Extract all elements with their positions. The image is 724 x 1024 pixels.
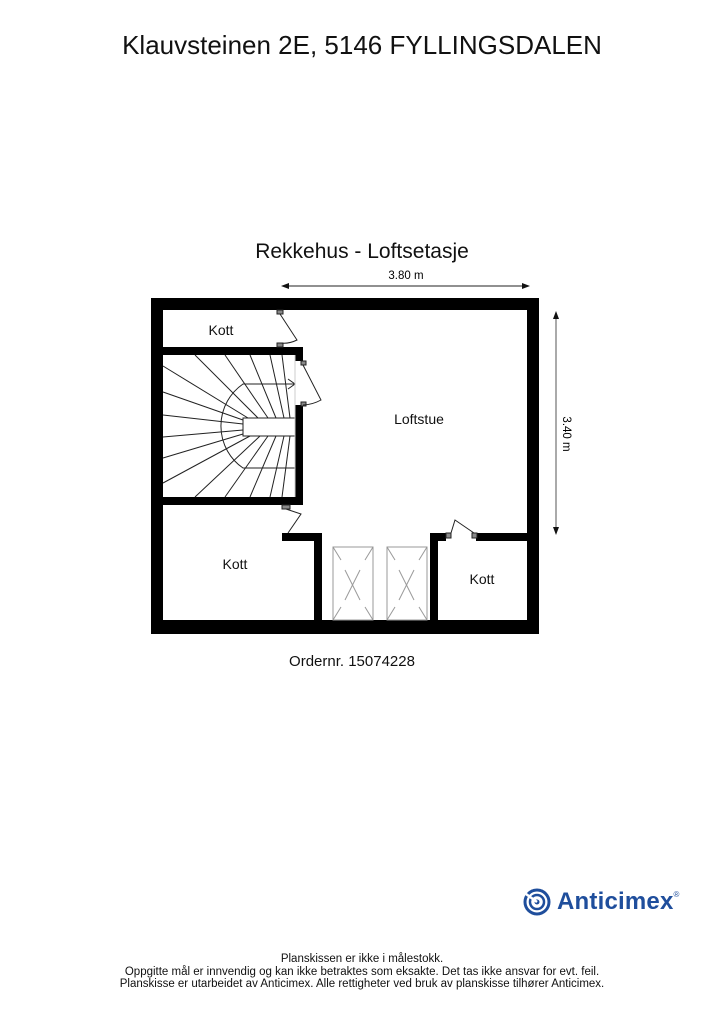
disclaimer-line: Planskisse er utarbeidet av Anticimex. A… [119,978,605,990]
width-label: 3.80 m [388,270,423,282]
disclaimer-line: Planskissen er ikke i målestokk. [280,953,444,965]
walls [151,298,539,634]
floor-plan-title: Rekkehus - Loftsetasje [255,240,469,263]
doors [276,309,478,539]
brand-name: Anticimex [557,888,674,915]
skylights [332,546,428,621]
disclaimer: Planskissen er ikke i målestokk. Oppgitt… [0,953,724,991]
brand-logo: Anticimex ® [522,887,679,917]
anticimex-logo-icon [523,888,551,916]
width-dimension: 3.80 m [281,270,530,289]
disclaimer-line: Oppgitte mål er innvendig og kan ikke be… [124,965,600,978]
room-label-kott-left: Kott [223,556,248,572]
height-label: 3.40 m [560,416,572,451]
room-label-kott-right: Kott [470,571,495,587]
registered-mark: ® [673,889,680,899]
room-label-kott-top: Kott [209,322,234,338]
height-dimension: 3.40 m [553,311,572,535]
room-label-loftstue: Loftstue [394,411,444,427]
page-title: Klauvsteinen 2E, 5146 FYLLINGSDALEN [122,30,602,60]
order-number: Ordernr. 15074228 [289,653,415,670]
staircase [162,354,296,498]
